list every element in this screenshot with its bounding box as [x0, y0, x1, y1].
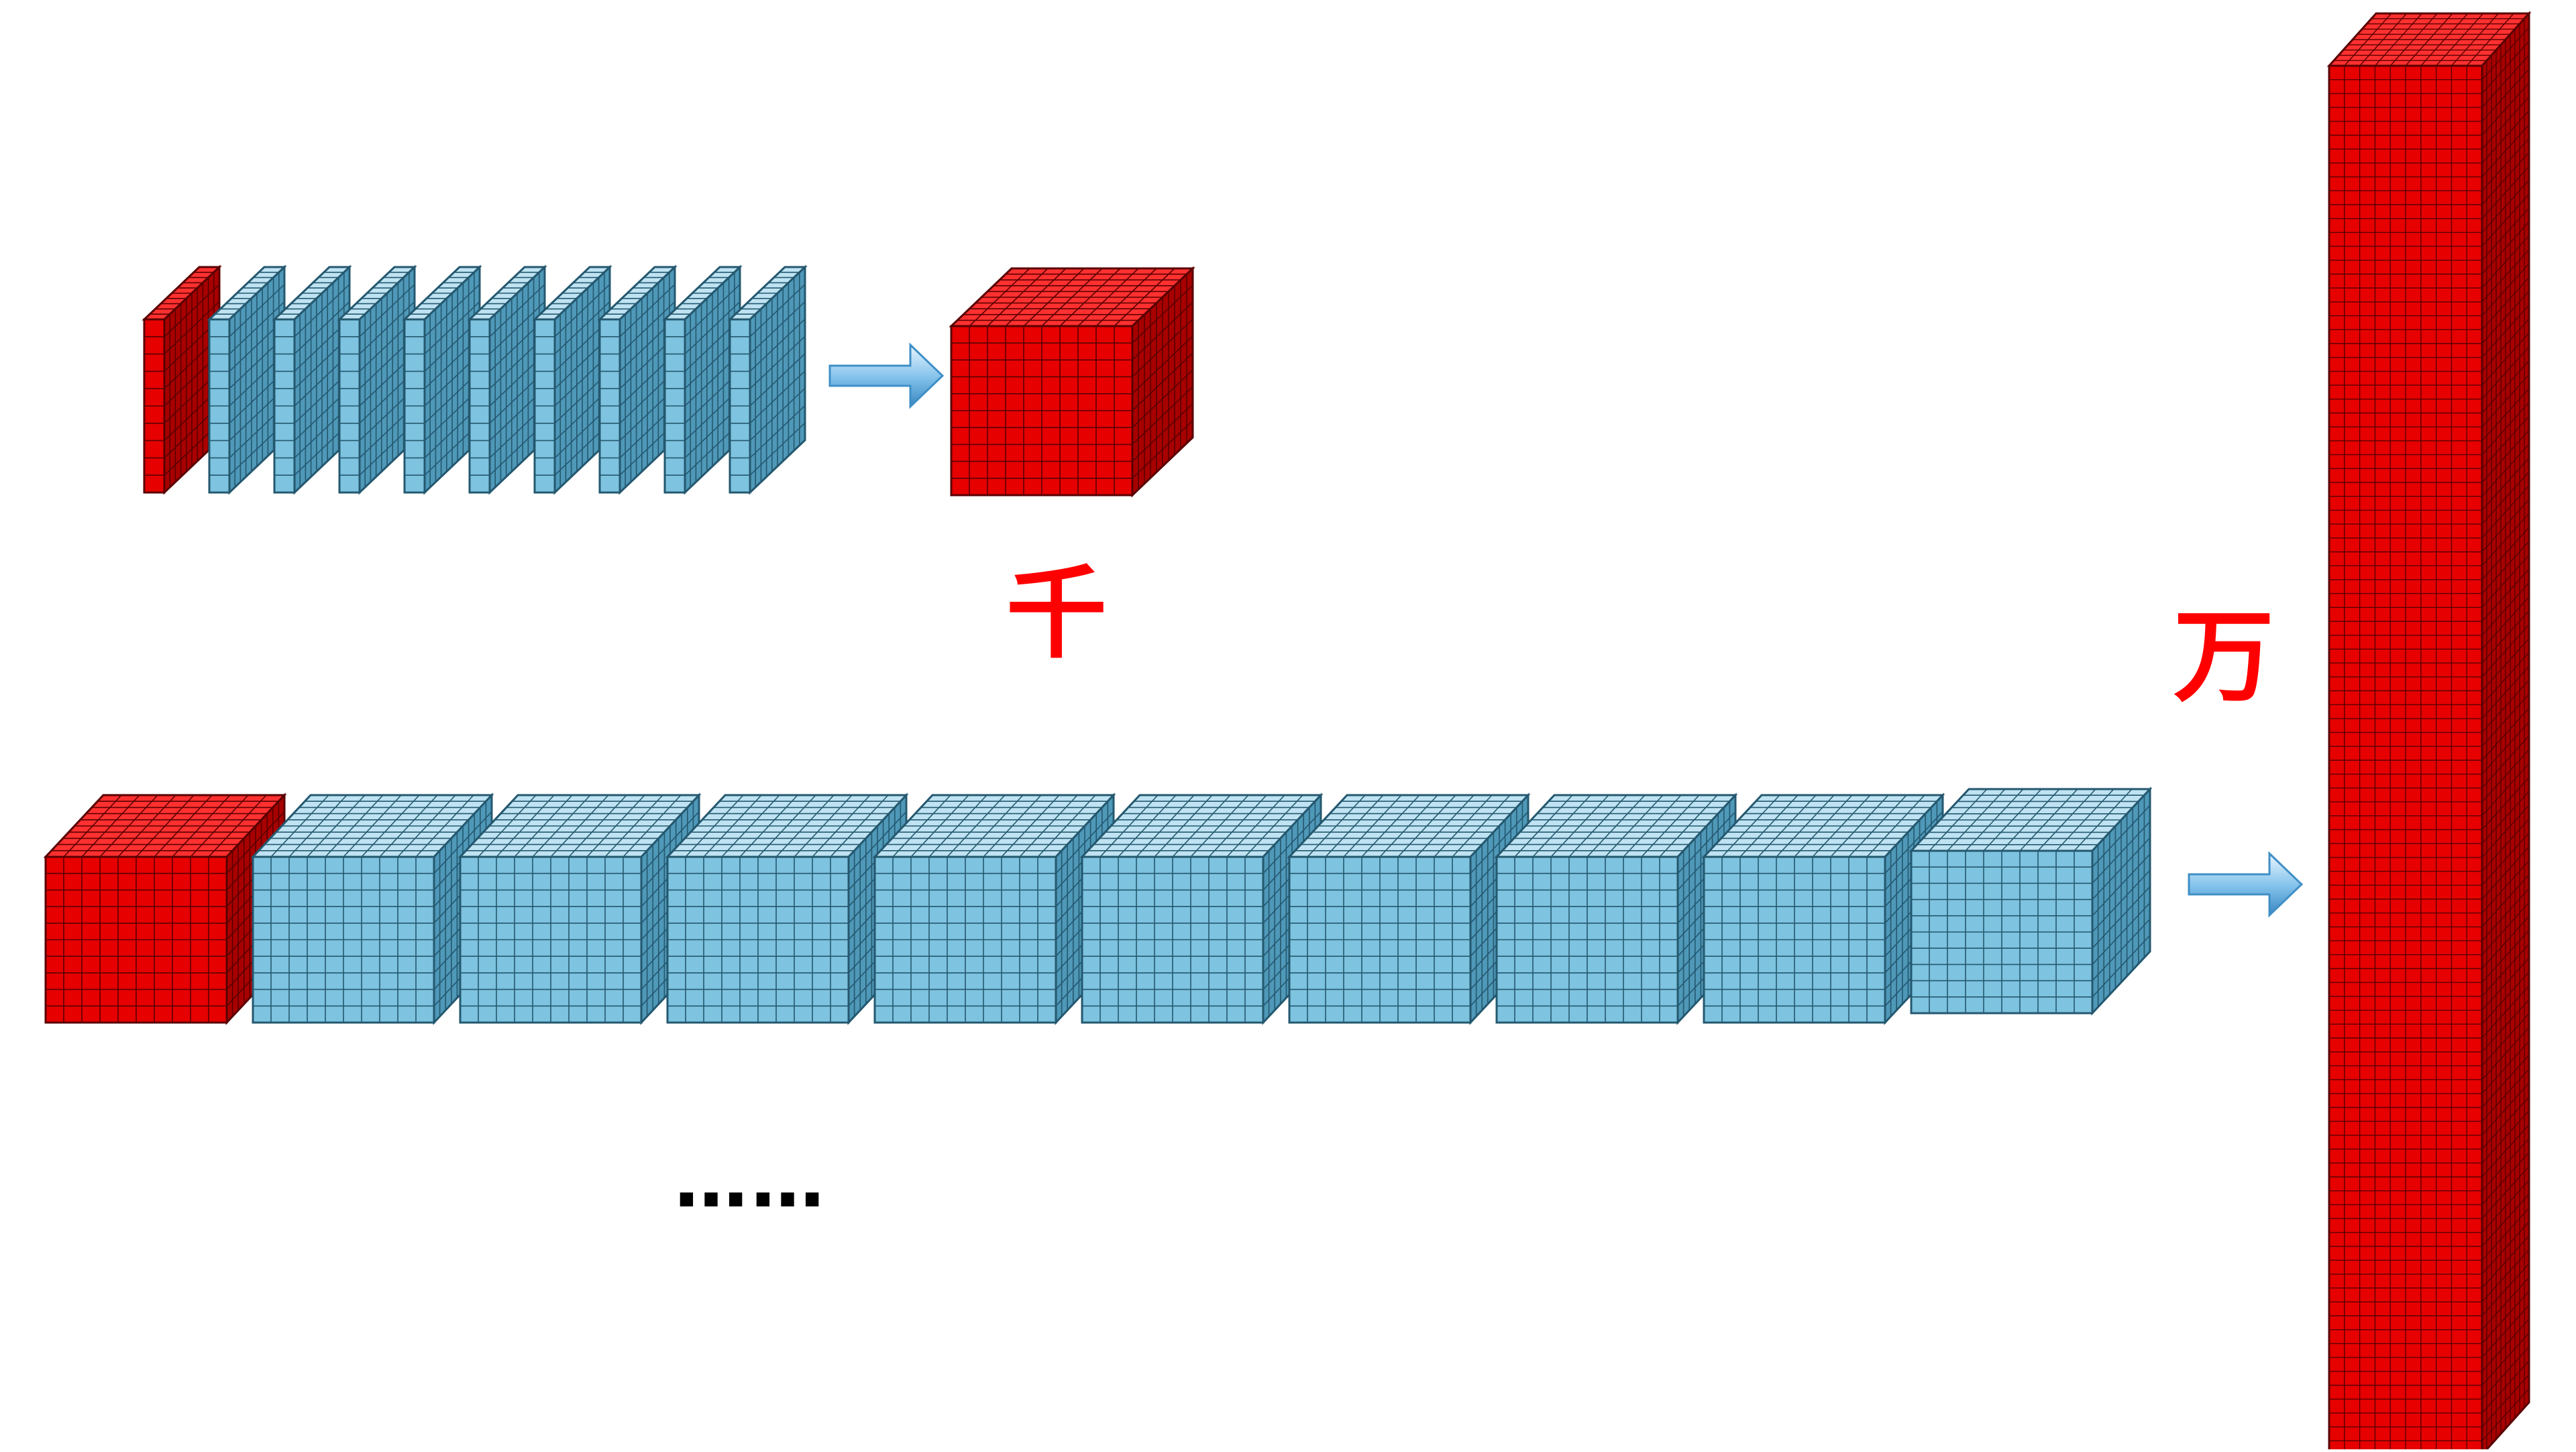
blue-cube-1: [250, 792, 494, 1025]
ten-thousand-column: [2326, 11, 2532, 1452]
red-cube-0: [43, 792, 287, 1025]
label-ten-thousand: 万: [2174, 599, 2275, 716]
blue-cube-7: [1494, 792, 1738, 1025]
blue-flat-6: [532, 264, 612, 495]
blue-flat-7: [597, 264, 678, 495]
blue-cube-3: [665, 792, 909, 1025]
blue-flat-5: [467, 264, 547, 495]
blue-cube-9: [1909, 786, 2153, 1016]
label-thousand: 千: [1006, 556, 1108, 672]
blue-flat-3: [337, 264, 417, 495]
blue-cube-6: [1287, 792, 1531, 1025]
thousand-cube: [949, 266, 1195, 498]
blue-flat-9: [727, 264, 808, 495]
arrow-to-ten-thousand-icon: [2188, 851, 2304, 918]
blue-cube-5: [1079, 792, 1324, 1025]
arrow-to-thousand-icon: [828, 342, 945, 409]
red-flat-0: [142, 264, 222, 495]
blue-cube-8: [1701, 792, 1945, 1025]
blue-flat-1: [207, 264, 287, 495]
blue-cube-4: [872, 792, 1116, 1025]
blue-flat-2: [272, 264, 352, 495]
ellipsis-text: ……: [674, 1138, 827, 1224]
blue-flat-4: [402, 264, 482, 495]
blue-flat-8: [662, 264, 743, 495]
blue-cube-2: [458, 792, 702, 1025]
